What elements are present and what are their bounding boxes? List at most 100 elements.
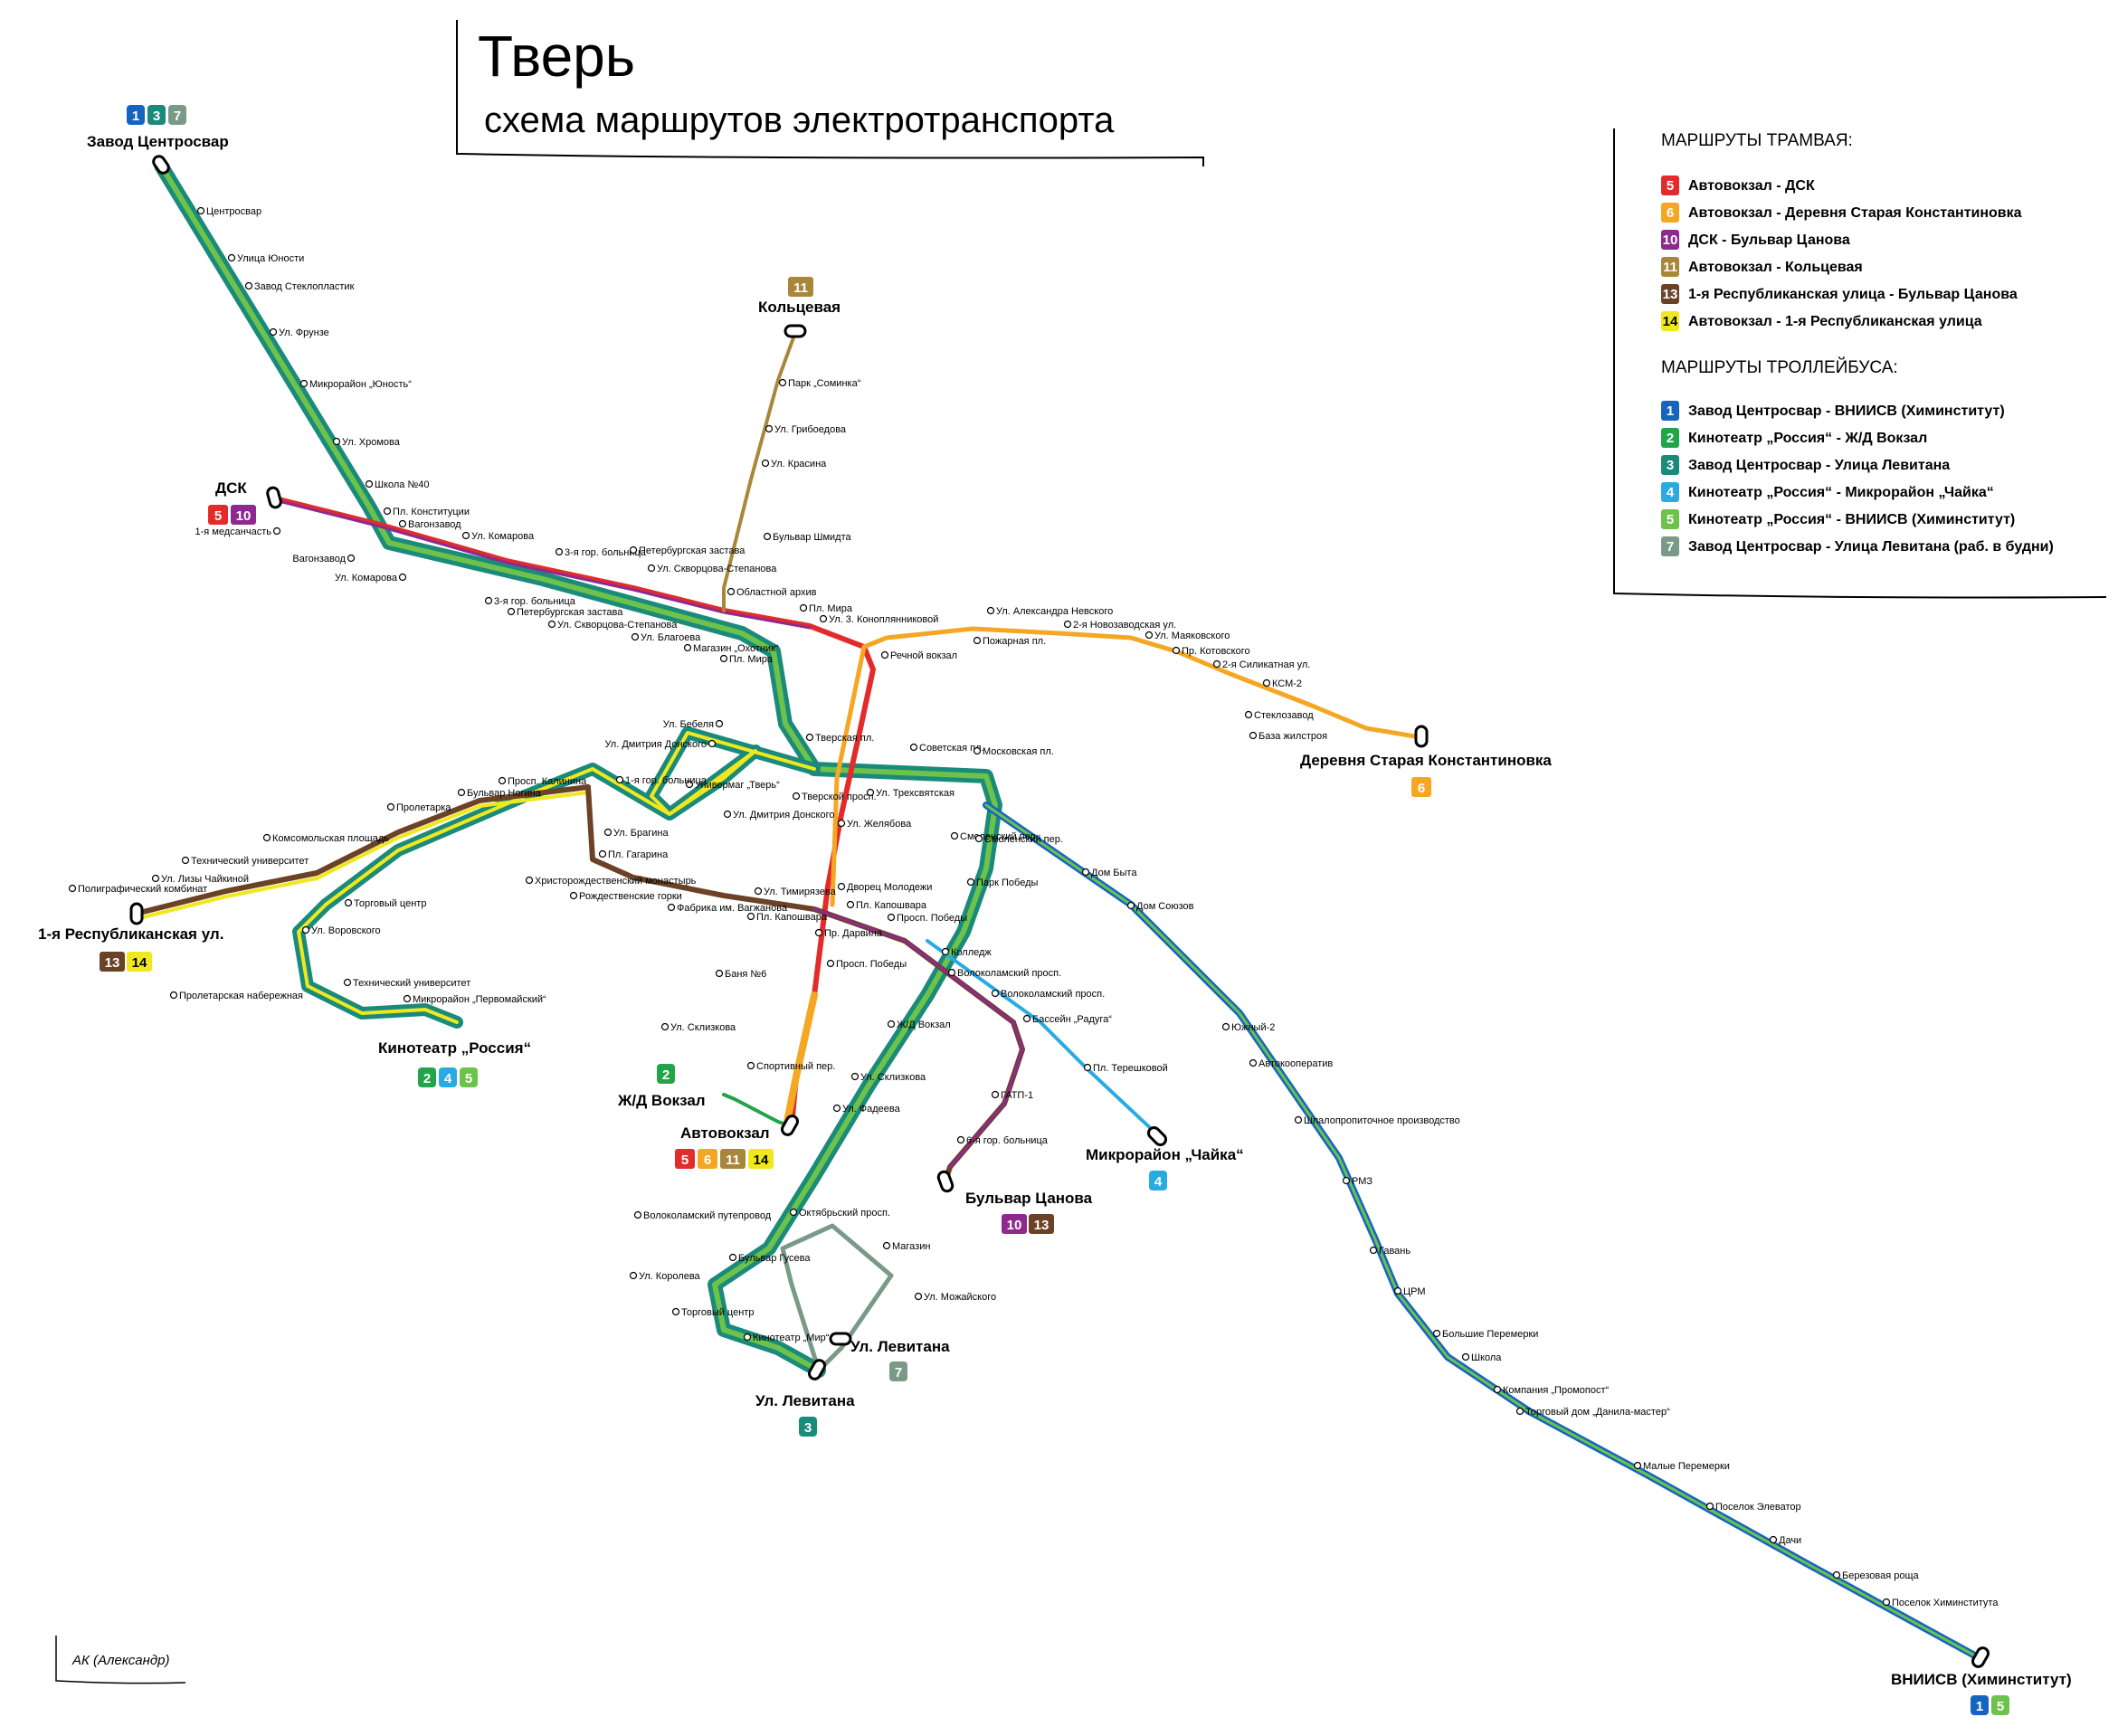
stop-marker[interactable]: [629, 1271, 638, 1280]
stop-marker[interactable]: [789, 1208, 798, 1217]
stop-marker[interactable]: [344, 898, 353, 907]
stop-marker[interactable]: [332, 437, 341, 446]
stop[interactable]: Пл. Мира: [799, 603, 853, 614]
stop-marker[interactable]: [269, 327, 278, 337]
stop[interactable]: 3-я гор. больница: [484, 596, 576, 607]
stop[interactable]: 6-я гор. больница: [956, 1135, 1049, 1146]
stop-marker[interactable]: [1249, 1058, 1258, 1067]
stop-marker[interactable]: [754, 887, 763, 896]
stop[interactable]: Московская пл.: [973, 746, 1054, 757]
terminal-respublikanskaya[interactable]: 1-я Республиканская ул. 13 14: [38, 925, 223, 972]
stop-marker[interactable]: [398, 519, 407, 528]
stop-marker[interactable]: [1393, 1286, 1402, 1295]
stop-marker[interactable]: [941, 947, 950, 956]
stop[interactable]: Дом Союзов: [1126, 901, 1194, 912]
terminal-marker-respublikanskaya[interactable]: [129, 902, 144, 925]
stop-marker[interactable]: [1172, 646, 1181, 655]
stop-marker[interactable]: [151, 874, 160, 883]
stop[interactable]: Микрорайон „Юность“: [299, 379, 413, 390]
terminal-marker-koltsevaya[interactable]: [784, 324, 807, 338]
stop-marker[interactable]: [723, 810, 732, 819]
stop[interactable]: Пл. Конституции: [383, 507, 470, 517]
stop[interactable]: Центросвар: [196, 206, 262, 217]
stop-marker[interactable]: [227, 253, 236, 262]
stop[interactable]: Ул. Желябова: [837, 819, 913, 830]
stop-marker[interactable]: [1633, 1461, 1642, 1470]
stop[interactable]: Школа №40: [365, 479, 430, 490]
stop[interactable]: Ул. Фадеева: [832, 1104, 901, 1115]
stop[interactable]: Стеклозавод: [1244, 710, 1315, 721]
stop[interactable]: ГАТП-1: [991, 1090, 1034, 1101]
stop[interactable]: Ул. Благоева: [631, 632, 702, 643]
stop-marker[interactable]: [719, 654, 728, 663]
stop-marker[interactable]: [814, 928, 823, 937]
terminal-tsanova[interactable]: Бульвар Цанова 10 13: [965, 1190, 1093, 1234]
stop[interactable]: Ул. Скворцова-Степанова: [647, 564, 778, 574]
stop-marker[interactable]: [761, 459, 770, 468]
stop[interactable]: ЦРМ: [1393, 1286, 1426, 1297]
stop[interactable]: Пр. Дарвина: [814, 928, 883, 939]
stop[interactable]: Малые Перемерки: [1633, 1461, 1730, 1472]
terminal-vniisv[interactable]: ВНИИСВ (Химинститут) 1 5: [1891, 1671, 2072, 1715]
stop-marker[interactable]: [457, 788, 466, 797]
stop-marker[interactable]: [244, 281, 253, 290]
stop[interactable]: Южный-2: [1221, 1022, 1276, 1033]
stop-marker[interactable]: [403, 994, 412, 1003]
stop[interactable]: Магазин: [882, 1241, 931, 1252]
stop[interactable]: Дом Быта: [1081, 868, 1138, 878]
stop-marker[interactable]: [1212, 659, 1221, 669]
stop[interactable]: Ул. Королева: [629, 1271, 701, 1282]
stop[interactable]: Спортивный пер.: [746, 1061, 836, 1072]
stop-marker[interactable]: [887, 913, 896, 922]
stop[interactable]: Областной архив: [727, 587, 817, 598]
stop[interactable]: Ул. 3. Коноплянниковой: [819, 614, 939, 625]
stop-marker[interactable]: [973, 636, 982, 645]
stop-marker[interactable]: [1022, 1014, 1031, 1023]
stop-marker[interactable]: [683, 643, 692, 652]
terminal-zhd-vokzal[interactable]: Ж/Д Вокзал 2: [617, 1064, 706, 1109]
stop-marker[interactable]: [778, 378, 787, 387]
stop-marker[interactable]: [365, 479, 374, 489]
terminal-avtovokzal[interactable]: Автовокзал 5 6 11 14: [675, 1124, 774, 1169]
stop-marker[interactable]: [1432, 1329, 1441, 1338]
stop-marker[interactable]: [708, 739, 717, 748]
stop-marker[interactable]: [887, 1020, 896, 1029]
stop-marker[interactable]: [525, 876, 534, 885]
stop[interactable]: Петербургская застава: [507, 607, 624, 618]
terminal-konstantinovka[interactable]: Деревня Старая Константиновка 6: [1300, 752, 1552, 797]
stop[interactable]: Колледж: [941, 947, 993, 958]
stop-marker[interactable]: [792, 792, 801, 801]
stop-marker[interactable]: [262, 833, 271, 842]
stop[interactable]: РМЗ: [1342, 1176, 1373, 1187]
stop[interactable]: Большие Перемерки: [1432, 1329, 1539, 1340]
stop[interactable]: КСМ-2: [1262, 678, 1303, 689]
terminal-marker-avtovokzal[interactable]: [780, 1114, 799, 1136]
stop[interactable]: Шпалопропиточное производство: [1294, 1115, 1460, 1126]
stop[interactable]: Комсомольская площадь: [262, 833, 390, 844]
terminal-rossiya[interactable]: Кинотеатр „Россия“ 2 4 5: [378, 1039, 531, 1087]
terminal-marker-vniisv[interactable]: [1971, 1646, 1990, 1668]
stop-marker[interactable]: [1221, 1022, 1230, 1031]
stop[interactable]: Фабрика им. Вагжанова: [667, 903, 788, 914]
stop-marker[interactable]: [914, 1292, 923, 1301]
stop-marker[interactable]: [507, 607, 516, 616]
stop-marker[interactable]: [866, 788, 875, 797]
stop-marker[interactable]: [1882, 1598, 1891, 1607]
stop-marker[interactable]: [1083, 1063, 1092, 1072]
stop[interactable]: База жилстроя: [1249, 731, 1328, 742]
stop[interactable]: Пл. Капошвара: [846, 900, 927, 911]
stop-marker[interactable]: [1126, 901, 1135, 910]
stop-marker[interactable]: [986, 606, 995, 615]
stop[interactable]: Ул. Дмитрия Донского: [605, 739, 717, 750]
stop[interactable]: Пл. Мира: [719, 654, 774, 665]
terminal-marker-centrosvar[interactable]: [151, 154, 170, 175]
stop[interactable]: Ул. Склизкова: [850, 1072, 927, 1083]
stop[interactable]: Полиграфический комбинат: [68, 884, 208, 895]
stop-marker[interactable]: [837, 882, 846, 891]
stop[interactable]: Волоколамский просп.: [947, 968, 1062, 979]
stop[interactable]: Микрорайон „Первомайский“: [403, 994, 547, 1005]
stop-marker[interactable]: [715, 969, 724, 978]
stop-marker[interactable]: [1493, 1385, 1502, 1394]
stop-marker[interactable]: [398, 573, 407, 582]
stop-marker[interactable]: [950, 831, 959, 840]
